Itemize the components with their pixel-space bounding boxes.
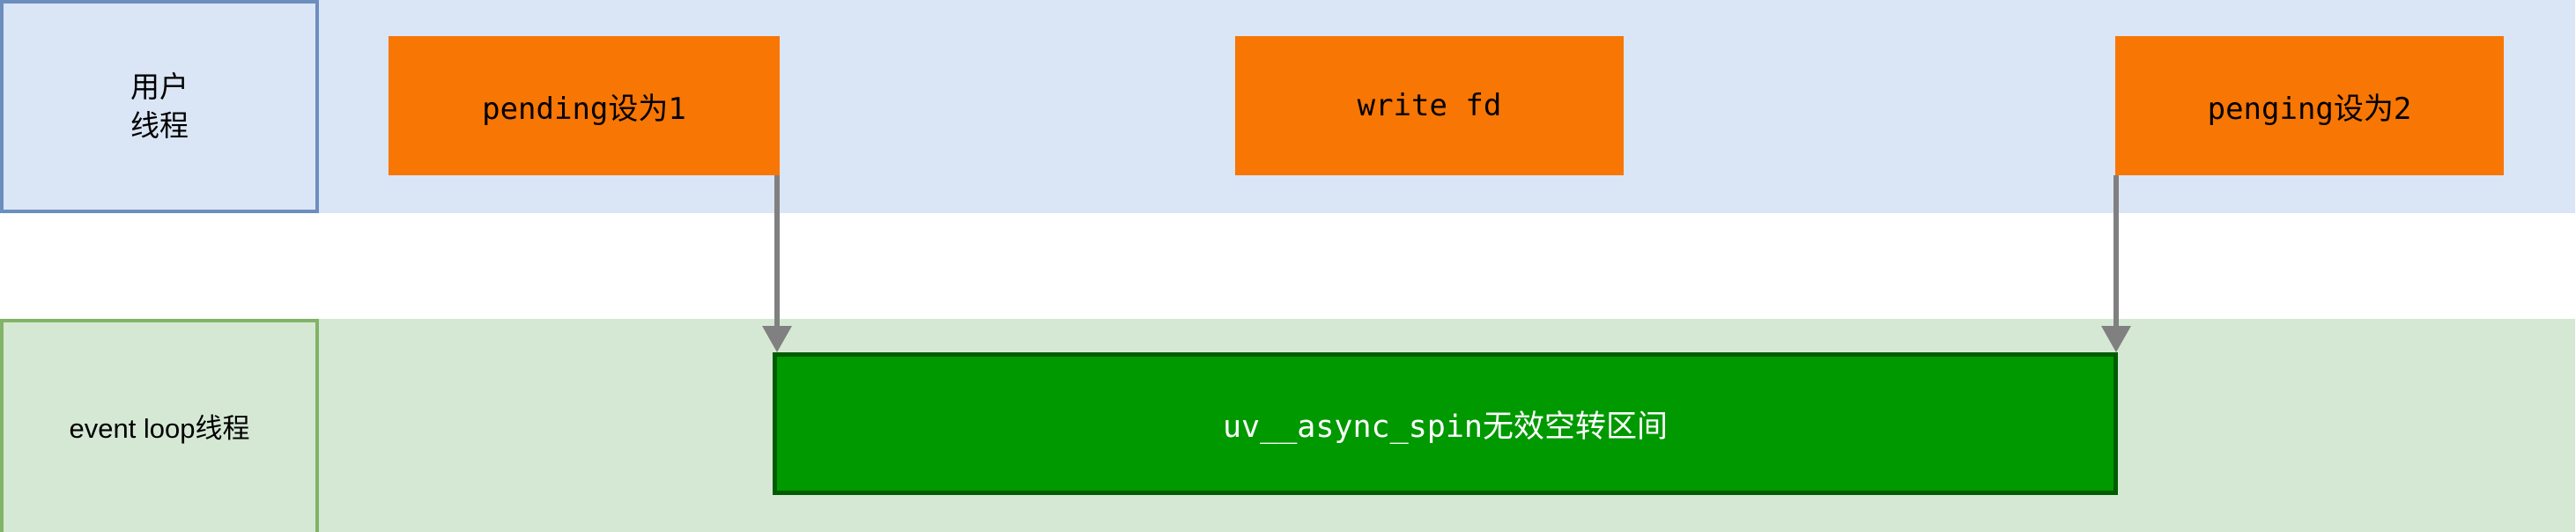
operation-box-write-fd-label: write fd xyxy=(1357,88,1502,123)
spin-interval-box-label: uv__async_spin无效空转区间 xyxy=(1222,409,1668,445)
operation-box-pending-1[interactable]: pending设为1 xyxy=(389,36,780,175)
operation-box-pending-1-label: pending设为1 xyxy=(482,91,686,127)
lane-label-user-thread-text: 用户 线程 xyxy=(130,70,189,142)
operation-box-penging-2[interactable]: penging设为2 xyxy=(2115,36,2504,175)
lane-label-event-loop-thread: event loop线程 xyxy=(0,319,319,532)
arrow-pending-to-spin-start-shaft xyxy=(774,175,780,328)
arrow-penging-to-spin-end-head xyxy=(2101,326,2131,352)
arrow-penging-to-spin-end xyxy=(2101,175,2131,352)
arrow-penging-to-spin-end-shaft xyxy=(2113,175,2119,328)
lane-label-event-loop-thread-text: event loop线程 xyxy=(69,412,250,444)
arrow-pending-to-spin-start xyxy=(762,175,792,352)
arrow-pending-to-spin-start-head xyxy=(762,326,792,352)
spin-interval-box[interactable]: uv__async_spin无效空转区间 xyxy=(773,352,2118,495)
operation-box-penging-2-label: penging设为2 xyxy=(2207,91,2412,127)
operation-box-write-fd[interactable]: write fd xyxy=(1235,36,1624,175)
lane-label-user-thread: 用户 线程 xyxy=(0,0,319,213)
